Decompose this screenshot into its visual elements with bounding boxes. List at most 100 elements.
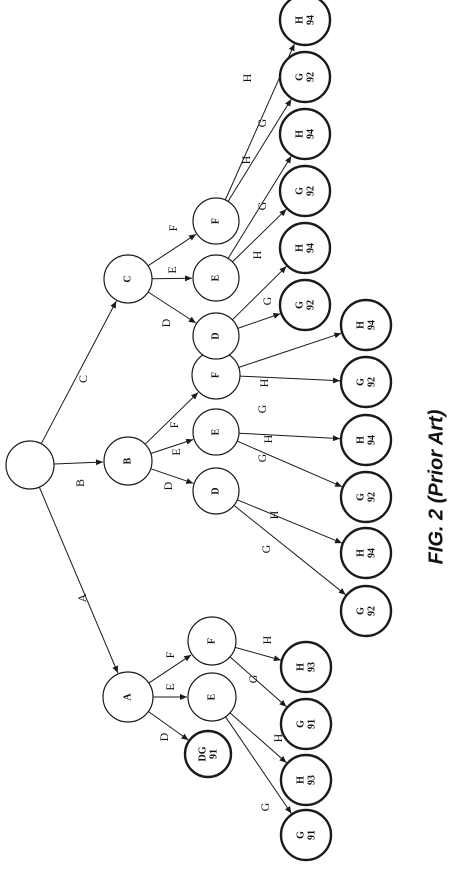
edge-label-A-F-to-A-F-G: G bbox=[246, 674, 260, 683]
edge-label-C-F-to-C-F-H: H bbox=[240, 73, 254, 82]
node-letter-A-F: F bbox=[207, 638, 218, 644]
edge-A-to-A-F bbox=[148, 654, 192, 684]
node-circle-C-E bbox=[192, 254, 240, 302]
node-letter-B-F: F bbox=[211, 372, 222, 378]
edge-A-F-to-A-F-H bbox=[234, 646, 282, 662]
edge-label-B-to-B-F: F bbox=[167, 421, 181, 428]
node-letter-C-D-G: G bbox=[295, 301, 306, 309]
node-circle-C-E-G bbox=[278, 164, 332, 218]
node-circle-C-F bbox=[192, 197, 240, 245]
edge-label-C-E-to-C-E-H: H bbox=[239, 155, 253, 164]
edge-B-to-B-F bbox=[144, 392, 199, 445]
node-letter-C-E: E bbox=[211, 274, 222, 281]
edge-B-F-to-B-F-G bbox=[239, 375, 341, 384]
node-B-F: F bbox=[191, 350, 241, 400]
edge-label-C-to-C-D: D bbox=[159, 318, 173, 327]
node-circle-C-D-G bbox=[278, 278, 332, 332]
node-circle-B-D-G bbox=[339, 584, 393, 638]
edge-A-F-to-A-F-G bbox=[229, 656, 287, 708]
node-circle-B-E-G bbox=[339, 470, 393, 524]
node-number-B-F-G: 92 bbox=[367, 377, 378, 387]
node-number-C-F-H: 94 bbox=[306, 15, 317, 25]
node-circle-A-E bbox=[187, 672, 237, 722]
edge-label-B-F-to-B-F-H: H bbox=[257, 378, 271, 387]
node-C: C bbox=[103, 254, 153, 304]
edge-label-C-D-to-C-D-H: H bbox=[250, 250, 264, 259]
edge-label-B-E-to-B-E-G: G bbox=[255, 453, 269, 462]
edge-B-to-B-D bbox=[150, 468, 194, 484]
node-letter-A: A bbox=[123, 693, 134, 701]
node-circle-B-E bbox=[192, 408, 240, 456]
edge-root-to-A bbox=[38, 486, 119, 674]
node-letter-A-DG: DG bbox=[198, 746, 209, 761]
node-letter-C: C bbox=[123, 275, 134, 282]
node-number-B-E-H: 94 bbox=[367, 435, 378, 445]
node-circle-B-F-G bbox=[339, 355, 393, 409]
node-circle-B-D-H bbox=[339, 526, 393, 580]
node-letter-C-F: F bbox=[211, 218, 222, 224]
node-circle-C-F-H bbox=[278, 0, 332, 47]
node-circle-B-E-H bbox=[339, 413, 393, 467]
node-number-A-E-G: 91 bbox=[307, 830, 318, 840]
edge-label-B-E-to-B-E-H: H bbox=[261, 434, 275, 443]
node-number-C-E-G: 92 bbox=[306, 186, 317, 196]
node-number-B-D-G: 92 bbox=[367, 606, 378, 616]
node-circle-C bbox=[103, 254, 153, 304]
node-C-F: F bbox=[192, 197, 240, 245]
edge-label-A-F-to-A-F-H: H bbox=[260, 635, 274, 644]
node-number-C-D-H: 94 bbox=[306, 243, 317, 253]
node-circle-A-E-H bbox=[279, 753, 333, 807]
edge-C-to-C-F bbox=[147, 233, 197, 267]
node-number-A-F-G: 91 bbox=[307, 719, 318, 729]
node-number-C-E-H: 94 bbox=[306, 129, 317, 139]
edge-B-E-to-B-E-H bbox=[238, 432, 341, 442]
node-circle-A-F bbox=[187, 616, 237, 666]
node-C-D: D bbox=[192, 312, 240, 360]
edge-C-E-to-C-E-G bbox=[232, 208, 287, 263]
figure-caption: FIG. 2 (Prior Art) bbox=[425, 409, 448, 565]
node-letter-B-D: D bbox=[211, 487, 222, 494]
node-letter-C-D-H: H bbox=[295, 244, 306, 252]
edge-B-D-to-B-D-H bbox=[237, 499, 343, 544]
edge-label-A-to-A-E: E bbox=[163, 683, 177, 690]
edge-label-A-to-A-F: F bbox=[163, 651, 177, 658]
node-letter-A-F-G: G bbox=[296, 720, 307, 728]
edge-label-B-D-to-B-D-H: H bbox=[267, 510, 281, 519]
edge-C-to-C-D bbox=[147, 291, 197, 324]
node-C-E: E bbox=[192, 254, 240, 302]
node-letter-B: B bbox=[123, 457, 134, 464]
edge-label-B-to-B-D: D bbox=[161, 481, 175, 490]
node-circle-A bbox=[102, 671, 154, 723]
edge-C-F-to-C-F-G bbox=[227, 98, 292, 202]
node-B-E: E bbox=[192, 408, 240, 456]
node-circle-B-F-H bbox=[339, 298, 393, 352]
node-letter-C-E-G: G bbox=[295, 187, 306, 195]
edge-label-C-F-to-C-F-G: G bbox=[255, 118, 269, 127]
node-letter-B-F-G: G bbox=[356, 378, 367, 386]
edge-A-to-A-DG bbox=[148, 711, 189, 741]
node-circle-B-D bbox=[192, 467, 240, 515]
node-number-B-E-G: 92 bbox=[367, 492, 378, 502]
edge-A-E-to-A-E-G bbox=[225, 716, 292, 814]
node-B-D: D bbox=[192, 467, 240, 515]
edge-label-A-E-to-A-E-G: G bbox=[258, 802, 272, 811]
node-circle-A-DG bbox=[183, 729, 233, 779]
node-letter-B-E-G: G bbox=[356, 493, 367, 501]
node-number-B-F-H: 94 bbox=[367, 320, 378, 330]
node-A-F: F bbox=[187, 616, 237, 666]
node-letter-B-D-H: H bbox=[356, 549, 367, 557]
node-letter-C-E-H: H bbox=[295, 130, 306, 138]
node-circle-B bbox=[103, 436, 153, 486]
node-circle-root bbox=[5, 440, 55, 490]
node-letter-C-F-H: H bbox=[295, 16, 306, 24]
